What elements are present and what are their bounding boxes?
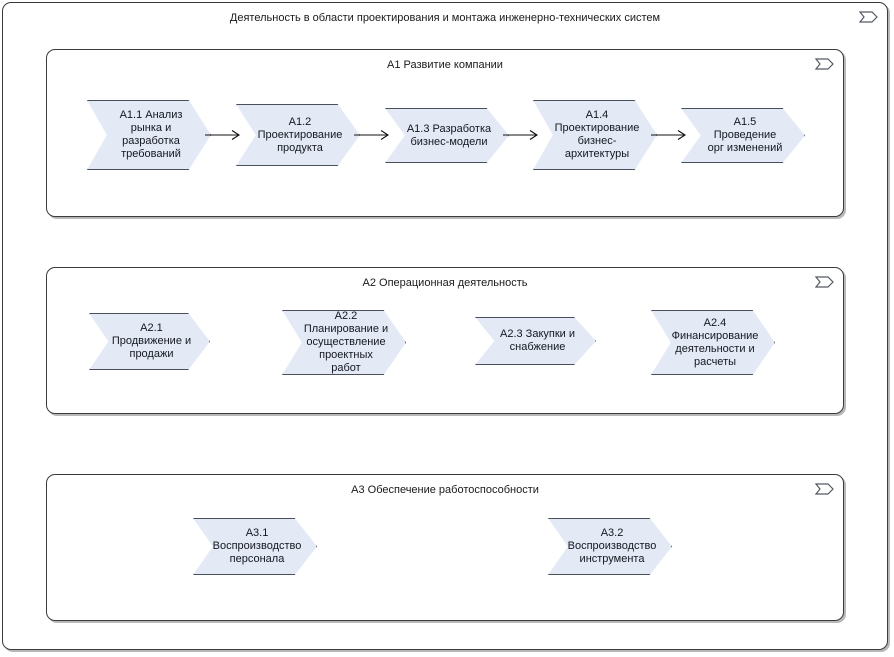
process-a3-1-label: A3.1 Воспроизводство персонала — [212, 527, 302, 565]
process-a3-2-label: A3.2 Воспроизводство инструмента — [567, 527, 657, 565]
process-a1-2-label: A1.2 Проектирование продукта — [257, 115, 343, 154]
diagram-title: Деятельность в области проектирования и … — [229, 12, 661, 24]
process-a2-1-label: A2.1 Продвижение и продажи — [111, 322, 192, 360]
process-a2-4-label: A2.4 Финансирование деятельности и расче… — [671, 316, 759, 368]
group-a3-title: A3 Обеспечение работоспособности — [351, 484, 539, 496]
process-a2-3[interactable]: A2.3 Закупки и снабжение — [475, 317, 596, 365]
process-a1-4-label: A1.4 Проектирование бизнес- архитектуры — [554, 109, 640, 160]
process-a1-5[interactable]: A1.5 Проведение орг изменений — [681, 108, 805, 163]
process-a1-3[interactable]: A1.3 Разработка бизнес-модели — [385, 108, 509, 163]
group-a1-title: A1 Развитие компании — [387, 59, 503, 71]
process-a1-1-label: A1.1 Анализ рынка и разработка требовани… — [119, 109, 183, 160]
process-a2-2[interactable]: A2.2 Планирование и осуществление проект… — [282, 310, 406, 375]
process-a2-3-label: A2.3 Закупки и снабжение — [500, 328, 575, 353]
process-a2-1[interactable]: A2.1 Продвижение и продажи — [89, 313, 210, 370]
process-a1-4[interactable]: A1.4 Проектирование бизнес- архитектуры — [533, 100, 657, 170]
process-a1-3-label: A1.3 Разработка бизнес-модели — [406, 122, 492, 148]
grouping-a3[interactable]: A3 Обеспечение работоспособности — [46, 474, 844, 621]
group-a2-title: A2 Операционная деятельность — [362, 277, 528, 289]
process-a1-5-label: A1.5 Проведение орг изменений — [707, 116, 783, 154]
process-a2-2-label: A2.2 Планирование и осуществление проект… — [303, 310, 389, 374]
